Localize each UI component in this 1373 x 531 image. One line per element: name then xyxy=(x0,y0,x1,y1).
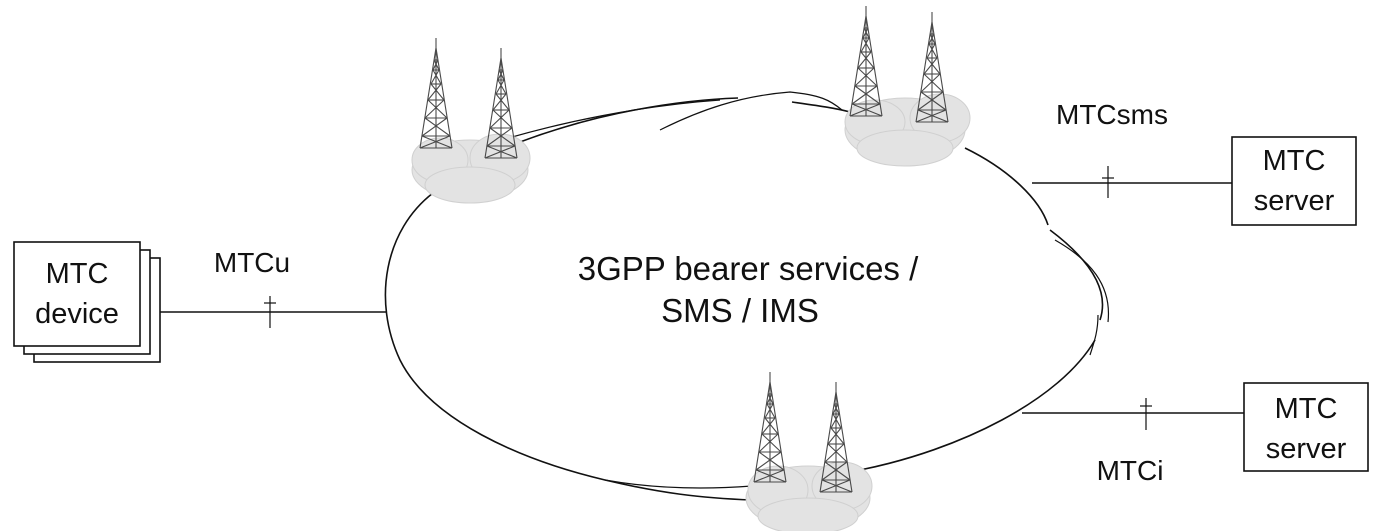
mtcu-interface: MTCu xyxy=(160,247,386,328)
mtci-label: MTCi xyxy=(1097,455,1164,486)
mtc-device: MTC device xyxy=(13,241,161,363)
cloud-icon xyxy=(745,461,873,531)
tower-icon xyxy=(753,371,787,483)
mtc-server-bottom: MTC server xyxy=(1243,382,1369,472)
cell-site-bottom xyxy=(745,371,873,531)
cloud-icon xyxy=(844,93,971,167)
mtci-interface: MTCi xyxy=(1022,398,1244,486)
tower-icon xyxy=(419,37,453,149)
server-bottom-label-line2: server xyxy=(1266,433,1347,465)
server-top-label-line1: MTC xyxy=(1263,145,1326,177)
mtcu-label: MTCu xyxy=(214,247,290,278)
cell-site-top-right xyxy=(844,5,971,167)
mtcsms-interface: MTCsms xyxy=(1032,99,1232,198)
server-top-label-line2: server xyxy=(1254,185,1335,217)
device-label-line2: device xyxy=(35,298,119,330)
server-bottom-label-line1: MTC xyxy=(1275,393,1338,425)
mtc-server-top: MTC server xyxy=(1231,136,1357,226)
cloud-icon xyxy=(411,133,531,204)
cell-site-top-left xyxy=(411,37,531,204)
device-label-line1: MTC xyxy=(46,258,109,290)
network-label-line2: SMS / IMS xyxy=(661,292,819,329)
network-label-line1: 3GPP bearer services / xyxy=(578,250,919,287)
tower-icon xyxy=(849,5,883,117)
mtcsms-label: MTCsms xyxy=(1056,99,1168,130)
